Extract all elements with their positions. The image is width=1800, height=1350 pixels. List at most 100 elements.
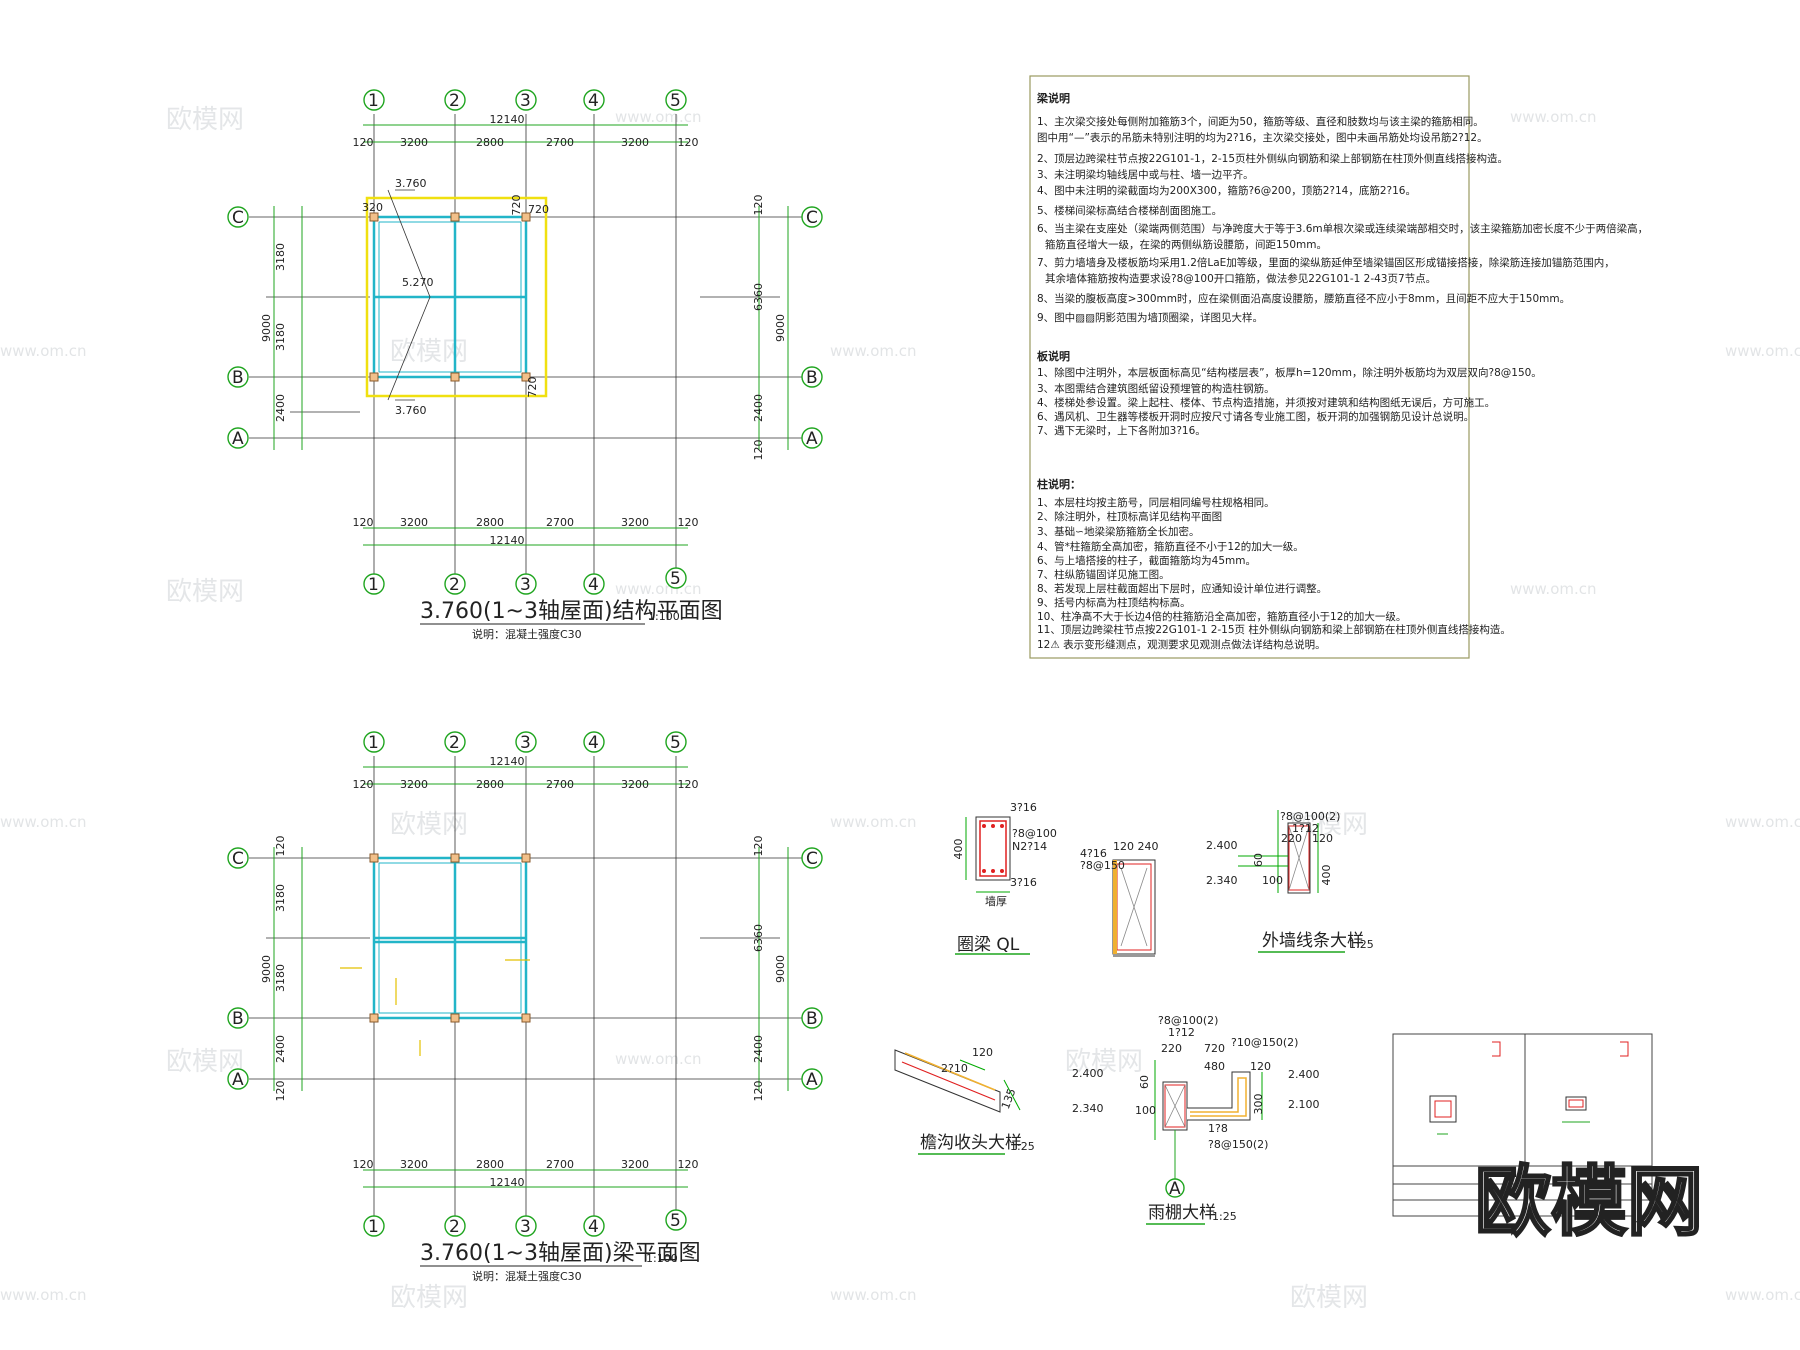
axis-label: 2 <box>449 733 460 753</box>
dim-text: 2700 <box>546 136 574 149</box>
dim-text: 720 <box>510 195 523 216</box>
axis-label: 1 <box>368 1217 379 1237</box>
note-line: 5、楼梯间梁标高结合楼梯剖面图施工。 <box>1037 204 1222 217</box>
detail-text: 3?16 <box>1010 801 1037 814</box>
dim-text: 2700 <box>546 1158 574 1171</box>
dim-text: 12140 <box>490 755 525 768</box>
dim-text: 3180 <box>274 243 287 271</box>
dim-text: 3200 <box>621 136 649 149</box>
dim-text: 320 <box>362 201 383 214</box>
axis-label: 5 <box>670 1211 681 1231</box>
axis-label: 1 <box>368 733 379 753</box>
watermark: 欧模网 <box>166 577 244 607</box>
dim-text: 3200 <box>400 516 428 529</box>
dim-text: 2800 <box>476 516 504 529</box>
dim-text: 120 <box>274 836 287 857</box>
dim-text: 2400 <box>274 394 287 422</box>
detail-text: 60 <box>1252 853 1265 867</box>
dim-text: 120 <box>678 1158 699 1171</box>
note-line: 8、若发现上层柱截面超出下层时，应通知设计单位进行调整。 <box>1037 582 1327 595</box>
drawing-scale: 1:100 <box>646 1252 678 1265</box>
dim-text: 3200 <box>621 778 649 791</box>
sheet-thumbnails <box>1392 1033 1653 1217</box>
dim-text: 120 <box>752 440 765 461</box>
axis-label: A <box>806 429 818 449</box>
drawing-title: 3.760(1~3轴屋面)结构平面图 <box>420 599 723 624</box>
watermark: 欧模网 <box>166 105 244 135</box>
axis-label: 3 <box>520 1217 531 1237</box>
axis-label: A <box>232 429 244 449</box>
dim-text: 6360 <box>752 924 765 952</box>
dim-text: 12140 <box>490 1176 525 1189</box>
detail-canopy: A ?8@100(2) 1?12 ?10@150(2) ?8@150(2) 1?… <box>1072 1014 1320 1225</box>
dim-text: 120 <box>678 136 699 149</box>
brand-logo: 欧模网 <box>1475 1157 1703 1246</box>
detail-text: ?10@150(2) <box>1231 1036 1298 1049</box>
note-line: 3、基础∽地梁梁筋箍筋全长加密。 <box>1037 525 1199 538</box>
axis-label: 3 <box>520 733 531 753</box>
dim-text: 9000 <box>260 955 273 983</box>
detail-text: 2.340 <box>1072 1102 1104 1115</box>
detail-text: 1?8 <box>1208 1122 1228 1135</box>
watermark-site: www.om.cn <box>615 1050 702 1068</box>
dim-text: 120 <box>678 778 699 791</box>
note-line: 12⚠ 表示变形缝测点，观测要求见观测点做法详结构总说明。 <box>1037 638 1326 651</box>
watermark: 欧模网 <box>1065 1047 1143 1077</box>
note-line: 6、遇风机、卫生器等楼板开洞时应按尺寸请各专业施工图，板开洞的加强钢筋见设计总说… <box>1037 410 1474 423</box>
watermark-site: www.om.cn <box>615 580 702 598</box>
dim-text: 120 <box>353 516 374 529</box>
watermark: 欧模网 <box>390 810 468 840</box>
note-line: 4、管*柱箍筋全高加密，箍筋直径不小于12的加大一级。 <box>1037 540 1304 553</box>
dim-text: 120 <box>752 836 765 857</box>
detail-text: 1?12 <box>1292 822 1319 835</box>
dim-text: 3180 <box>274 323 287 351</box>
axis-label: 4 <box>588 1217 599 1237</box>
axis-label: 4 <box>588 575 599 595</box>
dim-text: 120 <box>353 778 374 791</box>
detail-text: 2?10 <box>941 1062 968 1075</box>
note-line: 6、当主梁在支座处（梁端两侧范围）与净跨度大于等于3.6m单根次梁或连续梁端部相… <box>1037 222 1648 235</box>
detail-text: 120 <box>1250 1060 1271 1073</box>
drawing-scale: 1:100 <box>648 610 680 623</box>
axis-label: B <box>232 1009 244 1029</box>
note-line: 1、主次梁交接处每侧附加箍筋3个，间距为50，箍筋等级、直径和肢数均与该主梁的箍… <box>1037 115 1484 128</box>
dim-text: 3200 <box>621 1158 649 1171</box>
detail-text: ?8@100(2) <box>1158 1014 1218 1027</box>
axis-label: B <box>806 1009 818 1029</box>
elevation-text: 3.760 <box>395 177 427 190</box>
note-line: 6、与上墙搭接的柱子，截面箍筋均为45mm。 <box>1037 554 1256 567</box>
detail-scale: 1:25 <box>1212 1210 1237 1223</box>
watermark-site: www.om.cn <box>615 108 702 126</box>
detail-text: 2.400 <box>1072 1067 1104 1080</box>
drawing-note: 说明：混凝土强度C30 <box>472 1269 582 1283</box>
dim-text: 3200 <box>621 516 649 529</box>
detail-text: 720 <box>1204 1042 1225 1055</box>
note-line: 图中用“—”表示的吊筋未特别注明的均为2?16，主次梁交接处，图中未画吊筋处均设… <box>1037 131 1488 144</box>
watermark-site: www.om.cn <box>0 342 87 360</box>
dim-text: 3200 <box>400 136 428 149</box>
dim-text: 2400 <box>274 1035 287 1063</box>
notes-heading: 柱说明： <box>1037 477 1081 491</box>
axis-label: 2 <box>449 575 460 595</box>
detail-title: 圈梁 QL <box>957 935 1020 955</box>
note-line: 7、剪力墙墙身及楼板筋均采用1.2倍LaE加等级，里面的梁纵筋延伸至墙梁锚固区形… <box>1037 256 1615 269</box>
detail-text: 300 <box>1252 1094 1265 1115</box>
detail-title: 雨棚大样 <box>1148 1203 1216 1223</box>
axis-label: 2 <box>449 1217 460 1237</box>
detail-scale: 1:25 <box>1010 1140 1035 1153</box>
note-line: 9、图中▨▨阴影范围为墙顶圈梁，详图见大样。 <box>1037 311 1263 324</box>
watermark-site: www.om.cn <box>830 813 917 831</box>
note-line: 7、遇下无梁时，上下各附加3?16。 <box>1037 424 1206 437</box>
structural-plan-top: 1 2 3 4 5 1 2 3 4 5 C B A C B A 12140 12… <box>227 89 823 641</box>
watermark-site: www.om.cn <box>0 813 87 831</box>
dim-text: 3200 <box>400 778 428 791</box>
note-line: 11、顶层边跨梁柱节点按22G101-1 2-15页 柱外侧纵向钢筋和梁上部钢筋… <box>1037 623 1511 636</box>
axis-label: A <box>806 1070 818 1090</box>
detail-text: ?8@150 <box>1080 859 1125 872</box>
note-line: 箍筋直径增大一级，在梁的两侧纵筋设腰筋，间距150mm。 <box>1045 238 1327 251</box>
watermark-site: www.om.cn <box>1725 342 1800 360</box>
note-line: 1、除图中注明外，本层板面标高见“结构楼层表”，板厚h=120mm，除注明外板筋… <box>1037 366 1542 379</box>
detail-text: 480 <box>1204 1060 1225 1073</box>
watermark-site: www.om.cn <box>1725 813 1800 831</box>
dim-text: 2700 <box>546 778 574 791</box>
